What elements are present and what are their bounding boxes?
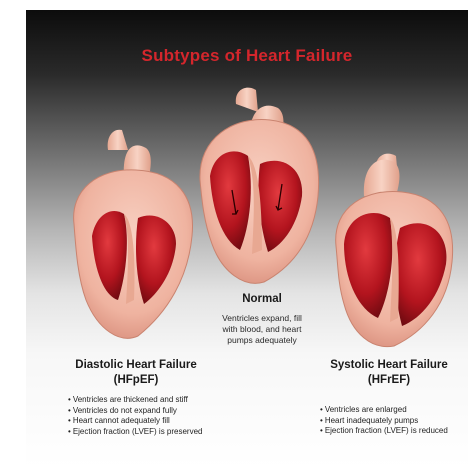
normal-caption: Normal Ventricles expand, fill with bloo… xyxy=(210,292,314,346)
diastolic-bullet: Heart cannot adequately fill xyxy=(68,416,228,427)
normal-description-line: pumps adequately xyxy=(210,335,314,346)
normal-title: Normal xyxy=(210,292,314,307)
diastolic-heart xyxy=(74,130,193,338)
systolic-bullet-list: Ventricles are enlarged Heart inadequate… xyxy=(320,405,466,437)
diastolic-bullet: Ventricles are thickened and stiff xyxy=(68,395,228,406)
systolic-caption: Systolic Heart Failure (HFrEF) xyxy=(318,358,460,388)
systolic-bullet: Heart inadequately pumps xyxy=(320,416,466,427)
systolic-bullet: Ejection fraction (LVEF) is reduced xyxy=(320,426,466,437)
diastolic-bullet: Ejection fraction (LVEF) is preserved xyxy=(68,427,228,438)
diastolic-subtitle: (HFpEF) xyxy=(62,373,210,388)
normal-description: Ventricles expand, fill with blood, and … xyxy=(210,313,314,346)
systolic-right-chamber xyxy=(395,223,447,326)
normal-heart xyxy=(200,88,319,284)
normal-description-line: with blood, and heart xyxy=(210,324,314,335)
diastolic-aorta xyxy=(108,130,128,150)
systolic-title: Systolic Heart Failure xyxy=(318,358,460,373)
systolic-subtitle: (HFrEF) xyxy=(318,373,460,388)
diastolic-caption: Diastolic Heart Failure (HFpEF) xyxy=(62,358,210,388)
diastolic-bullet: Ventricles do not expand fully xyxy=(68,406,228,417)
systolic-heart xyxy=(336,154,453,347)
systolic-bullet: Ventricles are enlarged xyxy=(320,405,466,416)
normal-aorta xyxy=(236,88,258,112)
diastolic-title: Diastolic Heart Failure xyxy=(62,358,210,373)
normal-description-line: Ventricles expand, fill xyxy=(210,313,314,324)
diastolic-bullet-list: Ventricles are thickened and stiff Ventr… xyxy=(68,395,228,437)
